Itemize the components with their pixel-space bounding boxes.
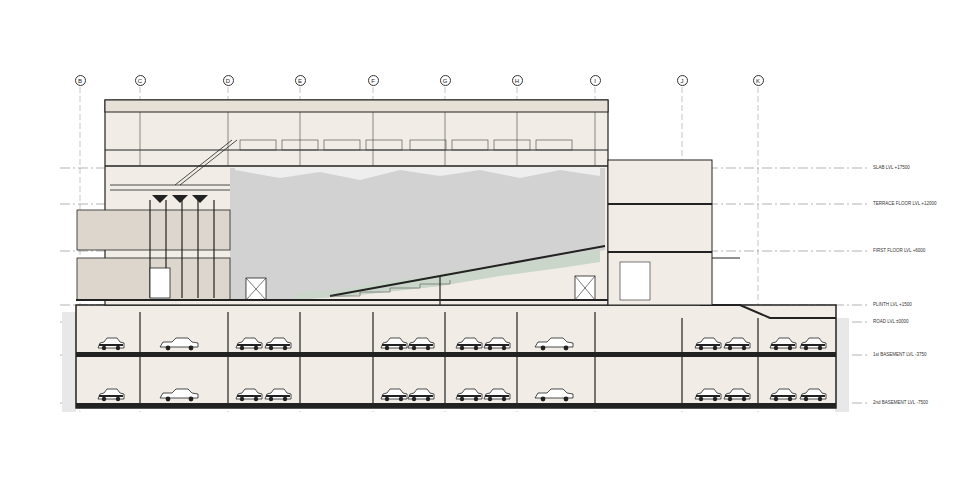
level-label: ROAD LVL ±0000 xyxy=(872,319,910,324)
grid-letter: J xyxy=(681,78,684,84)
grid-bubble: B xyxy=(75,75,86,86)
grid-letter: B xyxy=(78,78,82,84)
grid-letter: E xyxy=(298,78,302,84)
level-label: PLINTH LVL +1500 xyxy=(872,302,913,307)
grid-letter: K xyxy=(756,78,760,84)
grid-bubble: D xyxy=(223,75,234,86)
grid-bubble: I xyxy=(590,75,601,86)
grid-bubble: F xyxy=(368,75,379,86)
grid-bubble: J xyxy=(677,75,688,86)
grid-bubble: G xyxy=(440,75,451,86)
grid-letter: H xyxy=(515,78,519,84)
level-label: 2nd BASEMENT LVL -7500 xyxy=(872,400,929,405)
grid-letter: G xyxy=(443,78,448,84)
grid-letter: F xyxy=(371,78,375,84)
level-label: 1st BASEMENT LVL -3750 xyxy=(872,352,927,357)
grid-bubble: E xyxy=(295,75,306,86)
grid-bubble: H xyxy=(512,75,523,86)
grid-bubble: K xyxy=(753,75,764,86)
grid-letter: D xyxy=(226,78,230,84)
level-label: TERRACE FLOOR LVL +12000 xyxy=(872,201,937,206)
grid-bubble: C xyxy=(135,75,146,86)
grid-letter: I xyxy=(594,78,596,84)
level-label: SLAB LVL +17500 xyxy=(872,165,911,170)
grid-letter: C xyxy=(138,78,142,84)
level-label: FIRST FLOOR LVL +6000 xyxy=(872,248,926,253)
